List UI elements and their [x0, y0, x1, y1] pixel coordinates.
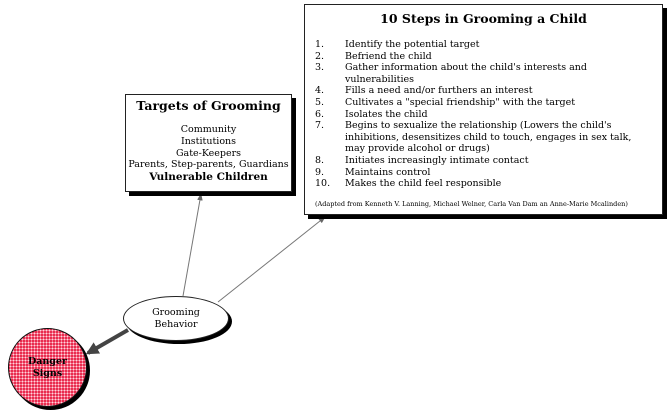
step-item: 8. Initiates increasingly intimate contac…	[315, 155, 652, 167]
step-number: 6.	[315, 108, 325, 120]
arrow-to-targets	[182, 193, 203, 297]
arrow-to-danger	[85, 328, 129, 355]
step-item: 1. Identify the potential target	[315, 39, 652, 51]
step-text: Gather information about the child's int…	[345, 62, 588, 85]
targets-title: Targets of Grooming	[136, 98, 281, 113]
step-item: 5. Cultivates a "special friendship" with…	[315, 97, 652, 109]
step-text: Identify the potential target	[345, 39, 480, 50]
danger-node-line1: Danger	[28, 355, 67, 367]
target-item: Community	[180, 124, 237, 135]
step-item: 4. Fills a need and/or furthers an intere…	[315, 85, 652, 97]
danger-node-line2: Signs	[32, 367, 63, 379]
step-item: 10. Makes the child feel responsible	[315, 178, 652, 190]
grooming-behavior-node: Grooming Behavior	[123, 296, 229, 341]
targets-of-grooming-box: Targets of Grooming Community Institutio…	[125, 94, 292, 192]
step-text: Isolates the child	[345, 108, 428, 120]
step-number: 2.	[315, 50, 325, 62]
step-item: 9. Maintains control	[315, 167, 652, 179]
step-text: Fills a need and/or furthers an interest	[345, 85, 533, 97]
step-text: Begins to sexualize the relationship (Lo…	[345, 120, 632, 155]
step-number: 5.	[315, 96, 325, 108]
arrow-to-steps	[217, 216, 326, 303]
step-text: Makes the child feel responsible	[345, 178, 502, 190]
step-item: 6. Isolates the child	[315, 109, 652, 121]
step-number: 8.	[315, 154, 325, 166]
step-number: 10.	[315, 178, 331, 190]
step-item: 3. Gather information about the child's i…	[315, 62, 652, 85]
target-item: Gate-Keepers	[175, 147, 242, 159]
step-item: 2. Befriend the child	[315, 51, 652, 63]
step-number: 7.	[315, 120, 325, 132]
target-item: Parents, Step-parents, Guardians	[128, 159, 289, 171]
grooming-node-line1: Grooming	[152, 306, 200, 318]
targets-list: Community Institutions Gate-Keepers Pare…	[126, 124, 291, 184]
target-item-emphasized: Vulnerable Children	[149, 171, 268, 184]
step-text: Befriend the child	[345, 50, 432, 62]
step-number: 3.	[315, 62, 325, 74]
step-number: 1.	[315, 39, 325, 50]
grooming-node-line2: Behavior	[154, 318, 198, 330]
step-text: Cultivates a "special friendship" with t…	[345, 96, 576, 108]
steps-source-citation: (Adapted from Kenneth V. Lanning, Michae…	[315, 199, 628, 208]
steps-title: 10 Steps in Grooming a Child	[380, 11, 587, 26]
danger-signs-node: Danger Signs	[8, 328, 87, 407]
steps-list: 1. Identify the potential target 2. Befrie…	[315, 39, 652, 190]
grooming-steps-box: 10 Steps in Grooming a Child 1. Identify …	[304, 4, 663, 215]
step-number: 9.	[315, 166, 325, 178]
step-number: 4.	[315, 85, 325, 97]
step-item: 7. Begins to sexualize the relationship (…	[315, 120, 652, 155]
target-item: Institutions	[180, 135, 237, 147]
step-text: Maintains control	[345, 166, 431, 178]
step-text: Initiates increasingly intimate contact	[345, 154, 529, 166]
